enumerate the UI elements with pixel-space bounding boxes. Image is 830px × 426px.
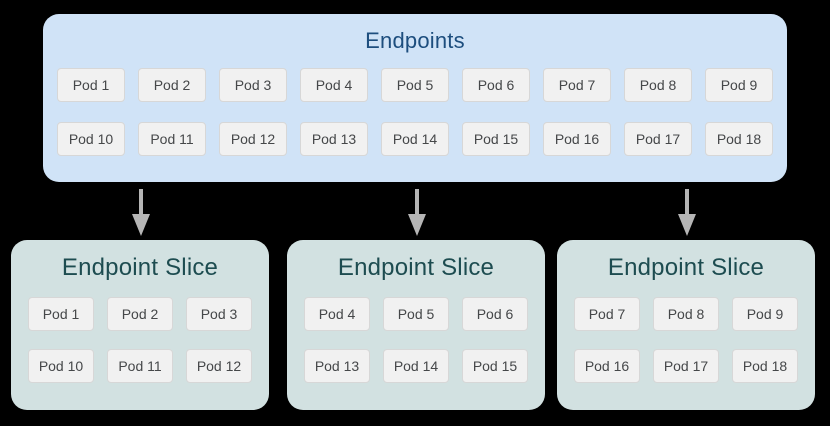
pod-chip: Pod 10 xyxy=(28,349,94,383)
arrow-shaft xyxy=(685,189,689,217)
endpoints-title: Endpoints xyxy=(365,28,465,53)
down-arrow-icon xyxy=(408,189,426,236)
endpoint-slice-title: Endpoint Slice xyxy=(337,254,495,281)
pod-chip: Pod 1 xyxy=(28,297,94,331)
pod-chip: Pod 7 xyxy=(543,68,611,102)
pod-chip: Pod 16 xyxy=(574,349,640,383)
arrow-head xyxy=(132,214,150,236)
pod-chip: Pod 3 xyxy=(186,297,252,331)
pod-chip: Pod 15 xyxy=(462,122,530,156)
pod-chip: Pod 18 xyxy=(732,349,798,383)
pod-chip: Pod 9 xyxy=(705,68,773,102)
pod-chip: Pod 6 xyxy=(462,297,528,331)
endpoint-slice-box-2: Endpoint Slice Pod 4 Pod 5 Pod 6 Pod 13 … xyxy=(287,240,545,410)
pod-chip: Pod 1 xyxy=(57,68,125,102)
endpoint-slice-box-1: Endpoint Slice Pod 1 Pod 2 Pod 3 Pod 10 … xyxy=(11,240,269,410)
pod-chip: Pod 5 xyxy=(383,297,449,331)
pod-chip: Pod 3 xyxy=(219,68,287,102)
pod-chip: Pod 13 xyxy=(304,349,370,383)
pod-chip: Pod 8 xyxy=(653,297,719,331)
pod-chip: Pod 8 xyxy=(624,68,692,102)
pod-chip: Pod 18 xyxy=(705,122,773,156)
pod-chip: Pod 7 xyxy=(574,297,640,331)
endpoint-slice-box-3: Endpoint Slice Pod 7 Pod 8 Pod 9 Pod 16 … xyxy=(557,240,815,410)
down-arrow-icon xyxy=(132,189,150,236)
pod-chip: Pod 17 xyxy=(624,122,692,156)
arrow-head xyxy=(408,214,426,236)
pod-chip: Pod 11 xyxy=(138,122,206,156)
pod-chip: Pod 12 xyxy=(186,349,252,383)
pod-chip: Pod 10 xyxy=(57,122,125,156)
pod-chip: Pod 2 xyxy=(138,68,206,102)
pod-chip: Pod 4 xyxy=(304,297,370,331)
down-arrow-icon xyxy=(678,189,696,236)
pod-chip: Pod 14 xyxy=(383,349,449,383)
pod-chip: Pod 9 xyxy=(732,297,798,331)
pod-chip: Pod 6 xyxy=(462,68,530,102)
slice-pod-grid: Pod 4 Pod 5 Pod 6 Pod 13 Pod 14 Pod 15 xyxy=(304,297,528,383)
pod-chip: Pod 14 xyxy=(381,122,449,156)
endpoints-pod-grid: Pod 1 Pod 2 Pod 3 Pod 4 Pod 5 Pod 6 Pod … xyxy=(57,68,773,156)
slice-pod-grid: Pod 1 Pod 2 Pod 3 Pod 10 Pod 11 Pod 12 xyxy=(28,297,252,383)
pod-chip: Pod 2 xyxy=(107,297,173,331)
pod-chip: Pod 5 xyxy=(381,68,449,102)
pod-chip: Pod 4 xyxy=(300,68,368,102)
pod-chip: Pod 13 xyxy=(300,122,368,156)
arrow-shaft xyxy=(415,189,419,217)
pod-chip: Pod 11 xyxy=(107,349,173,383)
pod-chip: Pod 16 xyxy=(543,122,611,156)
pod-chip: Pod 15 xyxy=(462,349,528,383)
arrow-head xyxy=(678,214,696,236)
endpoints-box: Endpoints Pod 1 Pod 2 Pod 3 Pod 4 Pod 5 … xyxy=(43,14,787,182)
pod-chip: Pod 12 xyxy=(219,122,287,156)
slice-pod-grid: Pod 7 Pod 8 Pod 9 Pod 16 Pod 17 Pod 18 xyxy=(574,297,798,383)
endpoint-slice-title: Endpoint Slice xyxy=(607,254,765,281)
arrow-shaft xyxy=(139,189,143,217)
pod-chip: Pod 17 xyxy=(653,349,719,383)
endpoint-slice-title: Endpoint Slice xyxy=(61,254,219,281)
